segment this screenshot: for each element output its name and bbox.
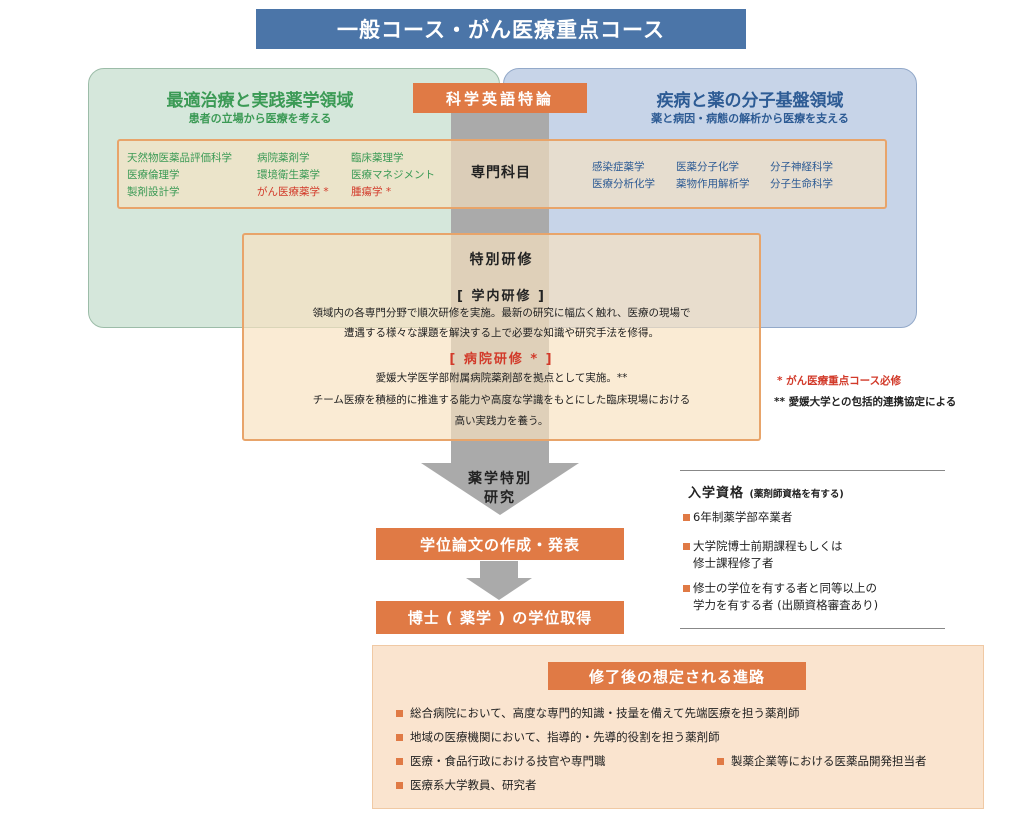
subject-item: 分子生命科学 bbox=[770, 178, 833, 190]
career-title: 修了後の想定される進路 bbox=[548, 662, 806, 690]
square-bullet-icon bbox=[683, 585, 690, 592]
hospital-training-title: [ 病院研修 * ] bbox=[449, 352, 554, 367]
degree-arrow-head bbox=[466, 578, 532, 600]
degree-box: 博士 ( 薬学 ) の学位取得 bbox=[376, 601, 624, 634]
hospital-training-text: 高い実践力を養う。 bbox=[454, 415, 549, 427]
career-item: 総合病院において、高度な専門的知識・技量を備えて先端医療を担う薬剤師 bbox=[410, 706, 800, 720]
square-bullet-icon bbox=[683, 543, 690, 550]
hospital-training-text: 愛媛大学医学部附属病院薬剤部を拠点として実施。** bbox=[375, 372, 628, 384]
career-item: 地域の医療機関において、指導的・先導的役割を担う薬剤師 bbox=[410, 730, 720, 744]
thesis-box: 学位論文の作成・発表 bbox=[376, 528, 624, 560]
right-domain-title: 疾病と薬の分子基盤領域 bbox=[656, 91, 844, 111]
subject-item: 腫瘍学 * bbox=[351, 186, 392, 198]
subject-item: 分子神経科学 bbox=[770, 161, 833, 173]
admission-title-text: 入学資格 bbox=[688, 486, 745, 501]
special-research-line: 薬学特別 bbox=[468, 471, 532, 487]
scientific-english-box: 科学英語特論 bbox=[413, 83, 587, 113]
admission-item: 学力を有する者 (出願資格審査あり) bbox=[693, 598, 879, 612]
subject-item: 医療分析化学 bbox=[592, 178, 655, 190]
admission-item: 大学院博士前期課程もしくは bbox=[693, 539, 843, 553]
hospital-training-text: チーム医療を積極的に推進する能力や高度な学識をもとにした臨床現場における bbox=[312, 394, 691, 406]
campus-training-title: [ 学内研修 ] bbox=[457, 289, 546, 304]
subject-item: 医薬分子化学 bbox=[676, 161, 739, 173]
subject-item: 感染症薬学 bbox=[592, 161, 645, 173]
special-research-line: 研究 bbox=[484, 490, 516, 506]
square-bullet-icon bbox=[396, 782, 403, 789]
subject-item: 天然物医薬品評価科学 bbox=[127, 152, 232, 164]
admission-item: 修士の学位を有する者と同等以上の bbox=[693, 581, 877, 595]
career-item: 医療・食品行政における技官や専門職 bbox=[410, 754, 606, 768]
subject-item: 臨床薬理学 bbox=[351, 152, 404, 164]
admission-divider-top bbox=[680, 470, 945, 471]
degree-arrow-shaft bbox=[480, 561, 518, 579]
square-bullet-icon bbox=[717, 758, 724, 765]
course-banner: 一般コース・がん医療重点コース bbox=[256, 9, 746, 49]
square-bullet-icon bbox=[683, 514, 690, 521]
left-domain-subtitle: 患者の立場から医療を考える bbox=[188, 112, 332, 125]
admission-title-note: (薬剤師資格を有する) bbox=[749, 489, 844, 500]
right-domain-subtitle: 薬と病因・病態の解析から医療を支える bbox=[651, 112, 849, 125]
subject-item: 病院薬剤学 bbox=[257, 152, 310, 164]
admission-item: 修士課程修了者 bbox=[693, 556, 774, 570]
admission-title: 入学資格 (薬剤師資格を有する) bbox=[688, 482, 844, 501]
admission-item: 6年制薬学部卒業者 bbox=[693, 510, 793, 524]
subject-item: 薬物作用解析学 bbox=[676, 178, 750, 190]
specialized-subjects-label: 専門科目 bbox=[471, 165, 531, 181]
subject-item: がん医療薬学 * bbox=[257, 186, 329, 198]
square-bullet-icon bbox=[396, 758, 403, 765]
left-domain-title: 最適治療と実践薬学領域 bbox=[166, 91, 354, 111]
subject-item: 医療マネジメント bbox=[351, 169, 435, 181]
career-item: 医療系大学教員、研究者 bbox=[410, 778, 537, 792]
campus-training-text: 遭遇する様々な課題を解決する上で必要な知識や研究手法を修得。 bbox=[344, 327, 659, 339]
special-training-title: 特別研修 bbox=[469, 252, 534, 268]
campus-training-text: 領域内の各専門分野で順次研修を実施。最新の研究に幅広く触れ、医療の現場で bbox=[312, 307, 691, 319]
special-research-label: 薬学特別 研究 bbox=[440, 470, 560, 508]
subject-item: 製剤設計学 bbox=[127, 186, 180, 198]
square-bullet-icon bbox=[396, 710, 403, 717]
career-item: 製薬企業等における医薬品開発担当者 bbox=[731, 754, 927, 768]
specialized-subjects-box bbox=[117, 139, 887, 209]
subject-item: 環境衛生薬学 bbox=[257, 169, 320, 181]
subject-item: 医療倫理学 bbox=[127, 169, 180, 181]
admission-divider-bottom bbox=[680, 628, 945, 629]
flow-arrow-head bbox=[421, 463, 579, 515]
square-bullet-icon bbox=[396, 734, 403, 741]
special-training-box bbox=[242, 233, 761, 441]
note-required: * がん医療重点コース必修 bbox=[777, 375, 902, 387]
note-agreement: ** 愛媛大学との包括的連携協定による bbox=[774, 396, 957, 408]
